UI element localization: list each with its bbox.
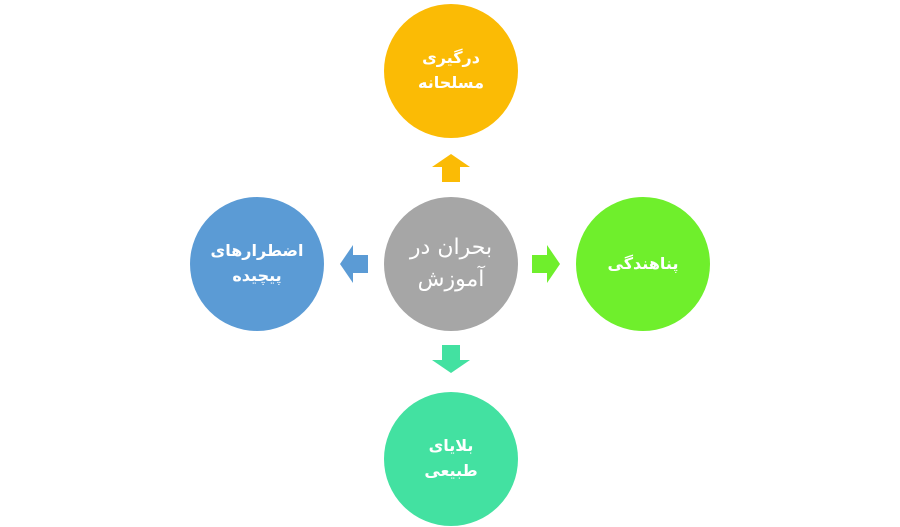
node-natural-disasters-line1: بلایای [428, 436, 474, 456]
node-refugees-line1: پناهندگی [607, 253, 679, 273]
node-armed-conflict: درگیری مسلحانه [384, 4, 518, 138]
center-node-line2: آموزش [417, 267, 485, 292]
node-armed-conflict-line1: درگیری [422, 48, 480, 68]
arrow-up [432, 154, 470, 182]
node-complex-emergencies-line1: اضطرارهای [210, 241, 304, 261]
arrow-down [432, 345, 470, 373]
node-complex-emergencies-line2: پیچیده [232, 266, 282, 285]
node-natural-disasters: بلایای طبیعی [384, 392, 518, 526]
arrow-left [340, 245, 368, 283]
arrow-right [532, 245, 560, 283]
node-armed-conflict-line2: مسلحانه [418, 73, 484, 92]
node-refugees: پناهندگی [576, 197, 710, 331]
center-node: بحران در آموزش [384, 197, 518, 331]
node-complex-emergencies: اضطرارهای پیچیده [190, 197, 324, 331]
center-node-line1: بحران در [409, 235, 493, 261]
node-natural-disasters-line2: طبیعی [424, 461, 478, 480]
